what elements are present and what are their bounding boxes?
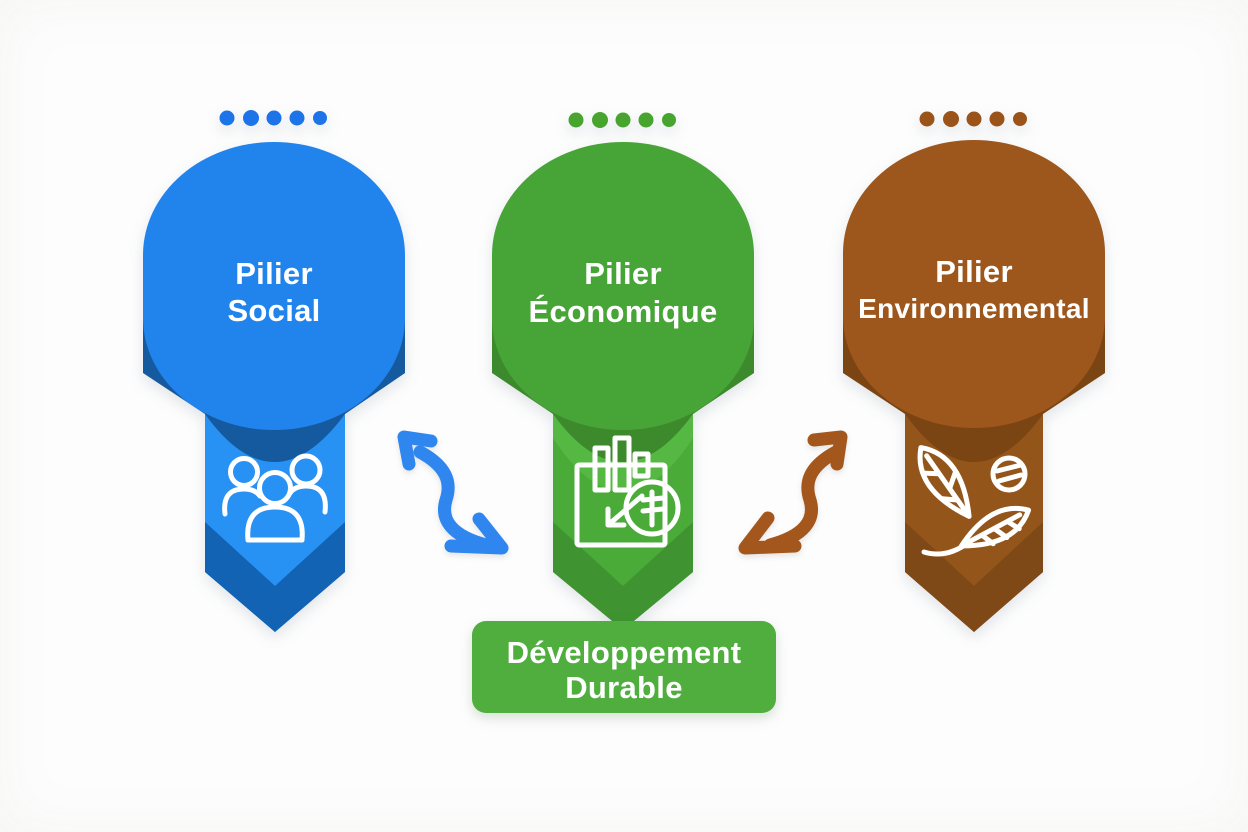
leaves-icon [917,445,1032,557]
pillar-economique-circle [492,142,754,430]
development-durable-line1: Développement [507,635,742,670]
dot [313,111,327,125]
dot [943,111,959,127]
pillar-economique: Pilier Économique [492,112,754,630]
pillar-environnemental-dots [919,111,1027,127]
dot [243,110,259,126]
bar-chart-coin-icon [574,435,681,548]
pillar-economique-dots [568,112,676,128]
development-durable-line2: Durable [565,670,683,705]
pillar-title-line1: Pilier [584,256,662,291]
exchange-arrow-social-economique [397,430,509,555]
pillar-title-line1: Pilier [935,254,1013,289]
development-durable-box-bg [472,621,776,713]
dot [662,113,676,127]
pillar-title-line2: Économique [528,294,717,329]
exchange-arrow-economique-environnemental [738,430,848,555]
dot [966,111,982,127]
dot [919,111,935,127]
dot [289,110,305,126]
pillar-social-dots [219,110,327,126]
pillar-environnemental: Pilier Environnemental [843,111,1105,632]
pillar-environnemental-ribbon-chevron [905,522,1043,632]
people-group-icon [222,453,328,543]
pillar-social-ribbon-chevron [205,522,345,632]
pillar-environnemental-circle [843,140,1105,428]
dot [638,112,654,128]
development-durable-box: Développement Durable [472,621,776,713]
dot [219,110,235,126]
dot [592,112,608,128]
pillar-title-line2: Social [227,293,320,328]
dot [568,112,584,128]
pillar-title-line2: Environnemental [858,293,1090,324]
pillar-social: Pilier Social [143,110,405,632]
dot [266,110,282,126]
dot [615,112,631,128]
dot [1013,112,1027,126]
pillar-economique-ribbon-chevron [553,522,693,630]
dot [989,111,1005,127]
pillar-title-line1: Pilier [235,256,313,291]
pillar-social-circle [143,142,405,430]
